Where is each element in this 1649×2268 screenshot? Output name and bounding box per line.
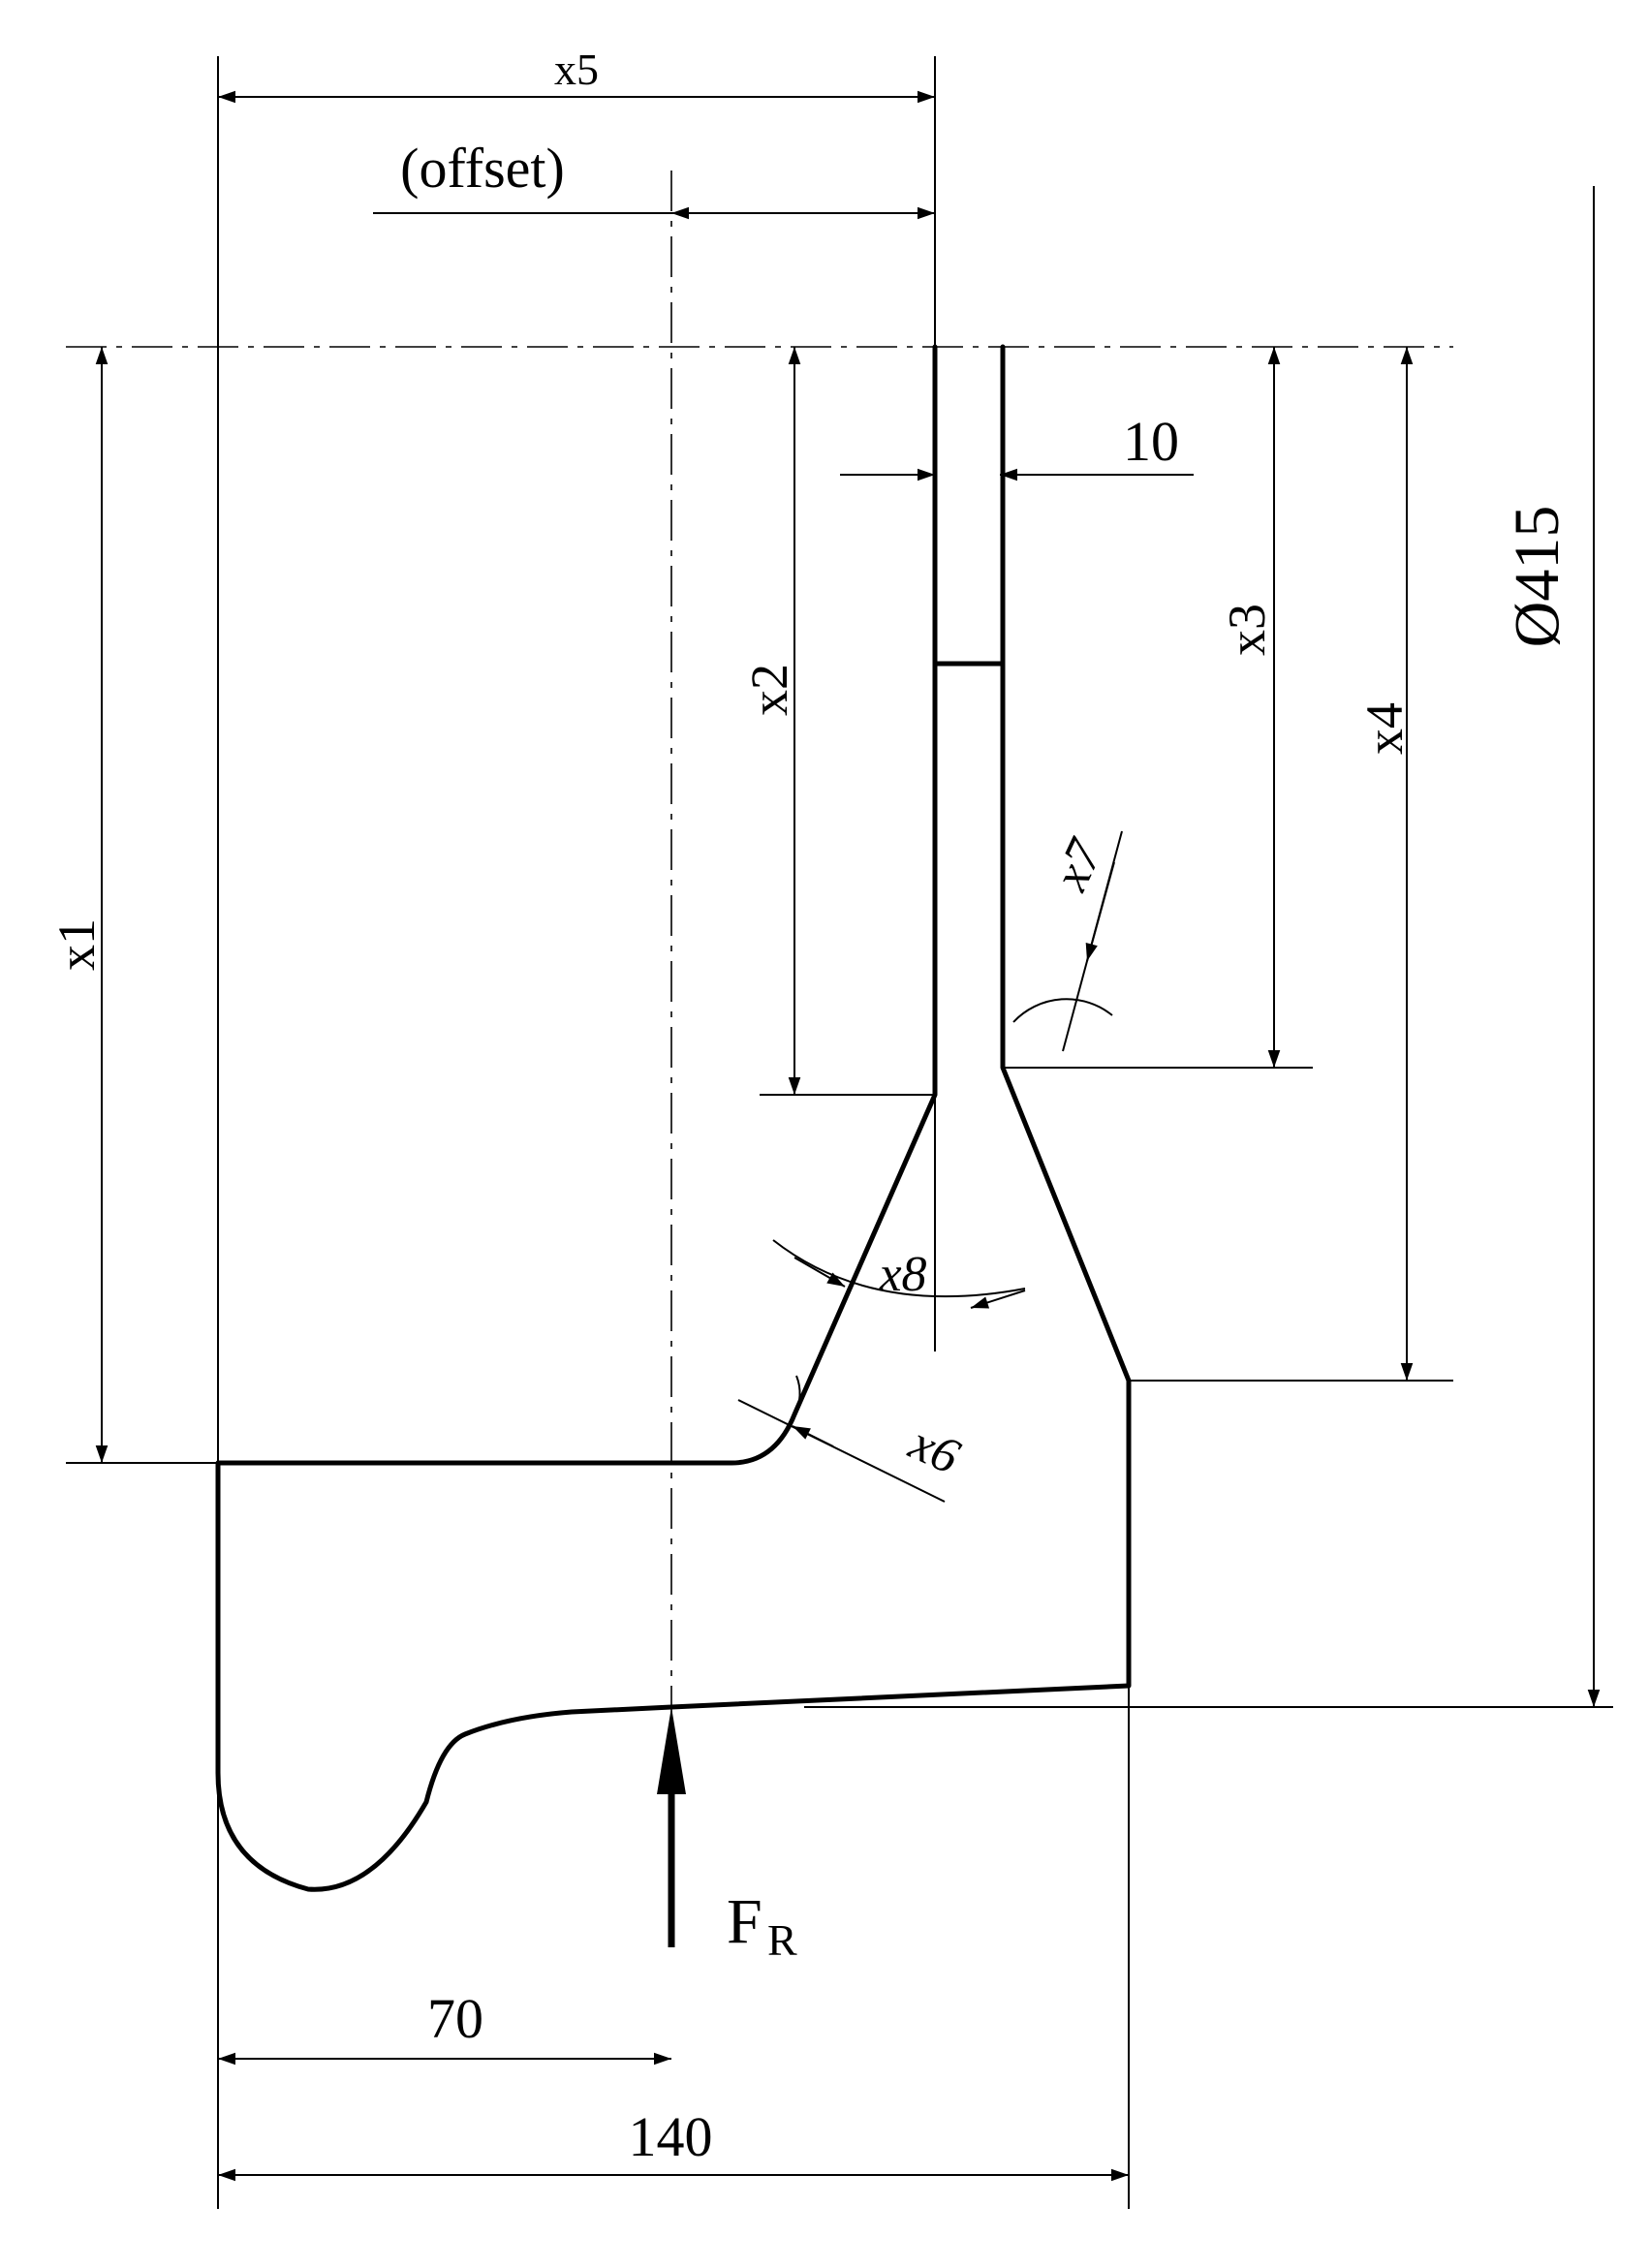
label-x8: x8 <box>878 1247 926 1302</box>
arrow-x8-left <box>793 1257 846 1288</box>
wheel-web-outline <box>215 344 1132 1892</box>
label-x5: x5 <box>554 45 599 94</box>
label-dim-70: 70 <box>427 1987 483 2050</box>
label-web-thickness: 10 <box>1123 410 1179 473</box>
label-x3: x3 <box>1218 604 1276 656</box>
label-force: F <box>727 1886 762 1957</box>
label-offset: (offset) <box>400 137 565 200</box>
label-x7: x7 <box>1042 830 1114 899</box>
label-x1: x1 <box>47 918 106 971</box>
label-x2: x2 <box>740 664 798 716</box>
label-force-subscript: R <box>767 1915 797 1965</box>
label-diameter: Ø415 <box>1502 506 1572 648</box>
label-x4: x4 <box>1355 702 1414 755</box>
leader-x6 <box>737 1399 946 1503</box>
arrow-x8-right <box>970 1289 1026 1309</box>
angle-arc-x8 <box>772 1239 1026 1298</box>
force-arrow-head <box>657 1707 686 1794</box>
label-dim-140: 140 <box>629 2105 713 2168</box>
arrow-x7 <box>1085 861 1115 962</box>
label-x6: x6 <box>901 1414 968 1484</box>
arrow-x6 <box>792 1425 834 1447</box>
angle-arc-x7 <box>1012 998 1113 1023</box>
